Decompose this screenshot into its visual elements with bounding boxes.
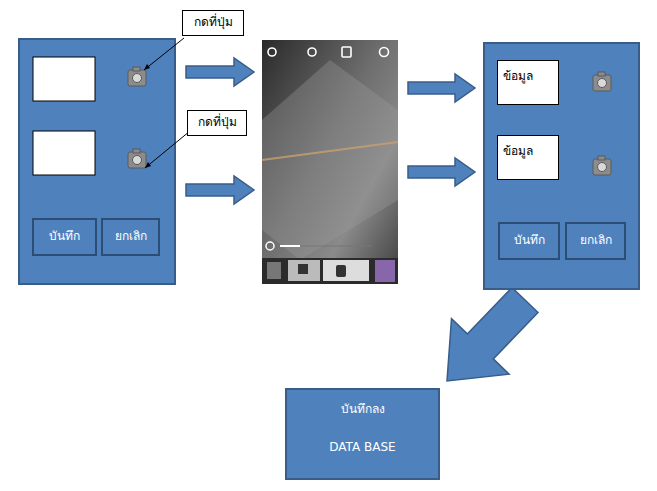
node-text: ยกเลิก (115, 229, 147, 245)
leader-line (144, 38, 184, 70)
camera-toolbar (268, 47, 389, 57)
camera-view (262, 142, 398, 160)
node-text: ข้อมูล (503, 69, 533, 85)
node-text: ยกเลิก (580, 233, 612, 249)
node-text: บันทึก (49, 229, 80, 245)
empty-field (33, 131, 95, 175)
callout-box: กดที่ปุ่ม (182, 10, 244, 36)
camera-bottom-bar (262, 258, 398, 284)
button: บันทึก (32, 218, 97, 256)
node-text: DATA BASE (329, 440, 395, 456)
node-text: บันทึกลง (341, 402, 385, 418)
database-box: บันทึกลง DATA BASE (285, 388, 440, 480)
block-arrow (186, 176, 254, 204)
button: ยกเลิก (565, 222, 626, 260)
block-arrow (447, 288, 538, 382)
callout-box: กดที่ปุ่ม (187, 110, 247, 136)
block-arrow (186, 58, 254, 86)
data-field: ข้อมูล (497, 60, 559, 105)
camera-icon (593, 72, 611, 91)
empty-field (33, 57, 95, 101)
camera-view (262, 40, 398, 284)
camera-icon (128, 67, 146, 86)
camera-icon (128, 149, 146, 168)
camera-screen (262, 40, 398, 284)
leader-head (144, 64, 150, 70)
node-text: ข้อมูล (503, 144, 533, 160)
data-field: ข้อมูล (497, 135, 559, 180)
form-panel: บันทึก ยกเลิก (18, 38, 176, 285)
leader-line (145, 131, 190, 168)
camera-screen (262, 40, 398, 284)
zoom-slider (266, 242, 372, 250)
camera-icon (593, 156, 611, 175)
form-panel: ข้อมูลข้อมูลบันทึกยกเลิก (483, 42, 640, 290)
node-text: กดที่ปุ่ม (194, 15, 233, 31)
leader-head (145, 162, 151, 168)
block-arrow (408, 158, 475, 186)
button: ยกเลิก (101, 218, 160, 256)
block-arrow (408, 74, 475, 102)
node-text: กดที่ปุ่ม (198, 115, 237, 131)
node-text: บันทึก (514, 233, 545, 249)
button: บันทึก (498, 222, 560, 260)
camera-view (262, 60, 398, 260)
